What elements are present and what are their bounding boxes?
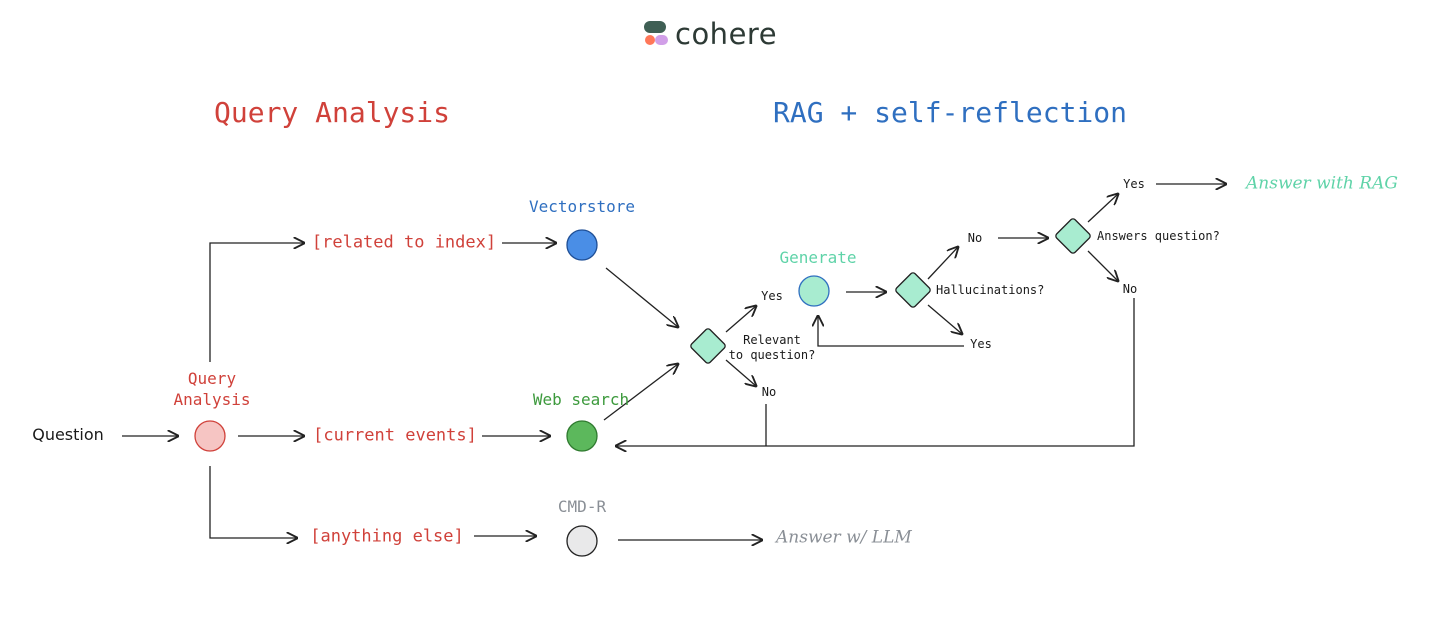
relevant-decision-diamond [690, 328, 726, 364]
edge-answers-no-to-websearch [616, 298, 1135, 446]
cmdr-node [566, 525, 598, 557]
relevant-no-label: No [761, 385, 777, 399]
answer-with-rag-label: Answer with RAG [1246, 173, 1398, 194]
query-analysis-node [194, 420, 226, 452]
question-label: Question [32, 425, 104, 444]
edge-hallucinations-no [927, 247, 958, 280]
relevant-decision-label: Relevant to question? [728, 333, 816, 362]
edges [122, 184, 1226, 540]
edge-relevant-yes [725, 306, 756, 333]
edge-hallucinations-yes [927, 304, 962, 334]
cmdr-label: CMD-R [557, 497, 607, 516]
logo-green-shape [644, 21, 666, 33]
relevant-yes-label: Yes [761, 289, 783, 303]
hallucinations-decision-label: Hallucinations? [936, 283, 1045, 297]
edge-vectorstore-to-relevant [605, 267, 678, 327]
edge-relevant-no [725, 359, 756, 386]
route-current-label: [current events] [313, 425, 477, 446]
section-title-rag: RAG + self-reflection [772, 96, 1128, 129]
hallucinations-decision-diamond [895, 272, 931, 308]
hallucinations-yes-label: Yes [970, 337, 992, 351]
cohere-logo-icon [644, 21, 668, 45]
answers-decision-label: Answers question? [1097, 229, 1220, 243]
answer-with-llm-label: Answer w/ LLM [776, 527, 912, 548]
answers-yes-label: Yes [1123, 177, 1145, 191]
logo-purple-shape [655, 35, 668, 45]
edge-answers-no [1087, 250, 1118, 281]
websearch-label: Web search [532, 390, 630, 409]
route-anything-label: [anything else] [310, 526, 464, 547]
edge-analysis-to-anything [209, 466, 297, 538]
route-related-label: [related to index] [311, 232, 497, 253]
section-title-query-analysis: Query Analysis [213, 96, 451, 129]
edge-analysis-to-related [209, 243, 304, 362]
generate-node [798, 275, 830, 307]
edge-websearch-to-relevant [603, 364, 678, 421]
logo-orange-dot [645, 35, 655, 45]
edge-answers-yes [1087, 194, 1118, 223]
hallucinations-no-label: No [967, 231, 983, 245]
answers-decision-diamond [1055, 218, 1091, 254]
answers-no-label: No [1122, 282, 1138, 296]
query-analysis-node-label: Query Analysis [173, 369, 251, 409]
vectorstore-label: Vectorstore [529, 197, 635, 216]
edge-yes-back-to-generate [818, 316, 964, 347]
brand-name: cohere [675, 17, 778, 51]
websearch-node [566, 420, 598, 452]
vectorstore-node [566, 229, 598, 261]
generate-label: Generate [779, 248, 857, 267]
